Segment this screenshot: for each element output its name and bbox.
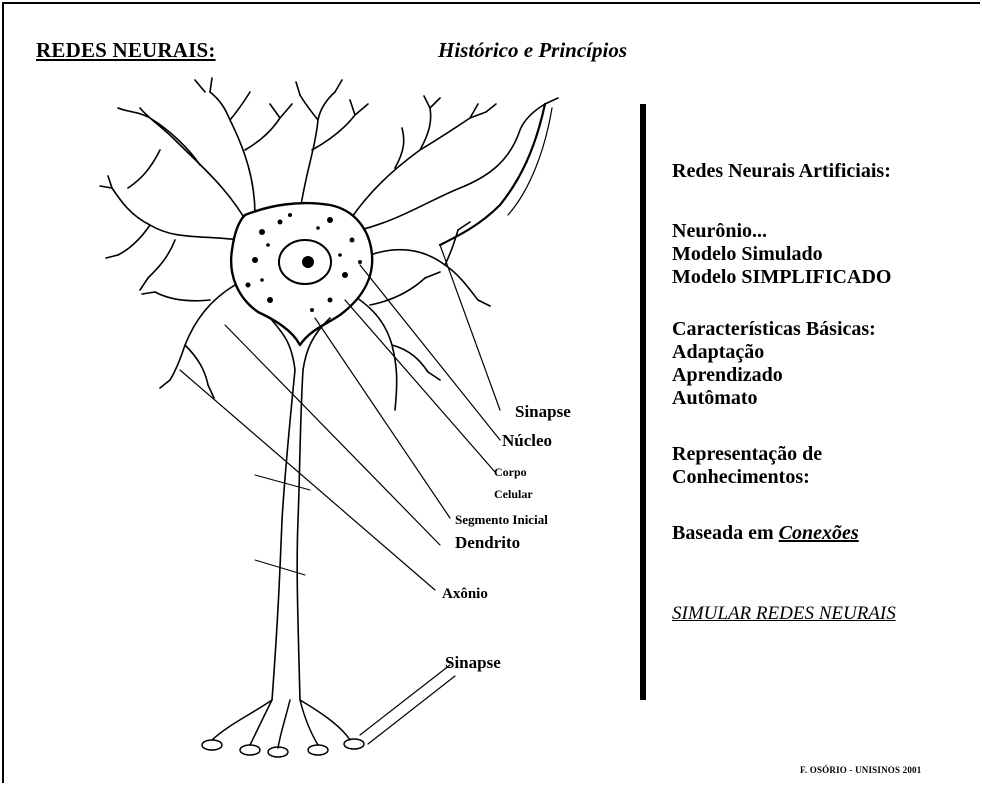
conexoes-emphasis: Conexões (779, 522, 859, 544)
label-sinapse-top: Sinapse (515, 402, 571, 421)
label-celular: Celular (494, 487, 533, 501)
text-automato: Autômato (672, 387, 896, 410)
text-modelo-simplificado: Modelo SIMPLIFICADO (672, 266, 896, 289)
axon (272, 370, 303, 700)
label-axonio: Axônio (442, 586, 488, 602)
baseada-prefix: Baseada em (672, 522, 779, 544)
heading-rna: Redes Neurais Artificiais: (672, 160, 896, 183)
right-panel: Redes Neurais Artificiais: Neurônio... M… (672, 160, 896, 625)
text-aprendizado: Aprendizado (672, 364, 896, 387)
label-sinapse-bottom: Sinapse (445, 653, 501, 672)
text-neuronio: Neurônio... (672, 220, 896, 243)
nucleolus (302, 256, 314, 268)
label-nucleo: Núcleo (502, 431, 552, 450)
text-adaptacao: Adaptação (672, 341, 896, 364)
text-simular: SIMULAR REDES NEURAIS (672, 602, 896, 625)
text-baseada: Baseada em Conexões (672, 522, 896, 545)
footer-credit: F. OSÓRIO - UNISINOS 2001 (800, 765, 921, 775)
neuron-diagram: Sinapse Núcleo Corpo Celular Segmento In… (0, 0, 640, 785)
text-modelo-simulado: Modelo Simulado (672, 243, 896, 266)
heading-caracteristicas: Características Básicas: (672, 318, 896, 341)
label-segmento: Segmento Inicial (455, 512, 548, 527)
label-dendrito: Dendrito (455, 533, 520, 552)
axon-terminals (202, 700, 364, 757)
text-representacao-2: Conhecimentos: (672, 466, 896, 489)
incoming-axon (440, 104, 545, 245)
vertical-divider (640, 104, 646, 700)
text-representacao-1: Representação de (672, 443, 896, 466)
label-corpo: Corpo (494, 465, 527, 479)
